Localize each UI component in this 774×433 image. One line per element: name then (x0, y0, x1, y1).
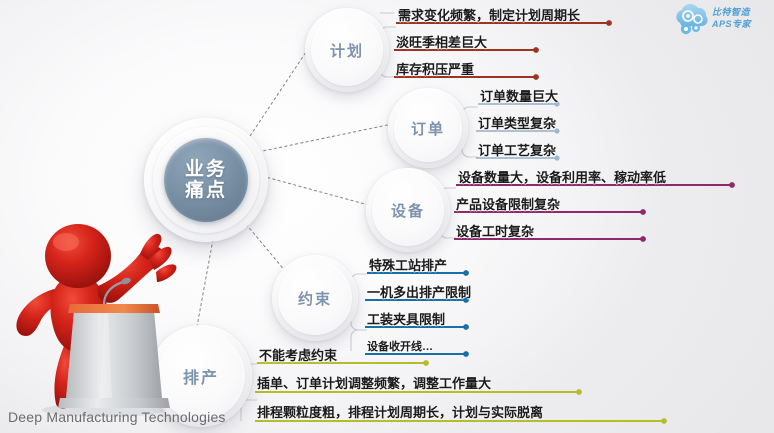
branch-item-order-0[interactable]: 订单数量巨大 (480, 89, 559, 104)
branch-node-label-equipment: 设备 (390, 202, 425, 220)
hub-core: 业务 痛点 (164, 138, 248, 222)
branch-item-order-2[interactable]: 订单工艺复杂 (478, 143, 557, 158)
branch-node-order[interactable]: 订单 (388, 88, 468, 168)
branch-item-plan-2[interactable]: 库存积压严重 (396, 62, 475, 77)
branch-node-label-scheduling: 排产 (182, 370, 219, 387)
node-inner-ring (157, 332, 245, 420)
hub-title-line-1: 业务 (184, 159, 227, 180)
microphone-head (121, 277, 131, 285)
branch-node-constraint[interactable]: 约束 (272, 255, 358, 341)
footer-text: Deep Manufacturing Technologies (8, 409, 226, 425)
branch-node-equipment[interactable]: 设备 (366, 168, 450, 252)
node-inner-ring (371, 173, 445, 247)
logo-line-2: APS专家 (712, 19, 752, 29)
cloud-gear-icon (676, 3, 708, 35)
branch-item-order-1[interactable]: 订单类型复杂 (478, 116, 557, 131)
node-inner-ring (393, 93, 463, 163)
branch-item-constraint-0[interactable]: 特殊工站排产 (369, 258, 448, 273)
branch-node-scheduling[interactable]: 排产 (150, 325, 252, 427)
logo-line-1: 比特智造 (712, 7, 751, 17)
podium-highlight (100, 313, 112, 398)
figure-head-highlight (53, 233, 79, 251)
branch-node-label-plan: 计划 (329, 42, 364, 60)
logo-text: 比特智造 APS专家 (712, 6, 751, 30)
aps-logo[interactable]: 比特智造 APS专家 (668, 3, 768, 37)
figure-right-arm (98, 246, 163, 303)
branch-item-plan-0[interactable]: 需求变化频繁，制定计划周期长 (398, 8, 581, 23)
branch-node-plan[interactable]: 计划 (305, 8, 389, 92)
branch-node-label-order: 订单 (410, 120, 445, 138)
figure-finger-3 (156, 264, 177, 282)
branch-item-constraint-3[interactable]: 设备收开线… (367, 341, 433, 353)
branch-item-equipment-2[interactable]: 设备工时复杂 (456, 224, 535, 239)
figure-finger-1 (140, 233, 162, 260)
branch-item-scheduling-0[interactable]: 不能考虑约束 (259, 348, 338, 363)
branch-item-equipment-0[interactable]: 设备数量大，设备利用率、稼动率低 (458, 170, 667, 185)
speaker-illustration (16, 224, 177, 417)
branch-item-equipment-1[interactable]: 产品设备限制复杂 (456, 197, 561, 212)
branch-item-scheduling-1[interactable]: 插单、订单计划调整频繁，调整工作量大 (257, 376, 492, 391)
podium-body (66, 310, 162, 398)
hub-title-line-2: 痛点 (184, 180, 227, 201)
branch-item-constraint-1[interactable]: 一机多出排产限制 (367, 285, 472, 300)
figure-head (45, 224, 111, 288)
podium-top (68, 304, 160, 313)
node-inner-ring (310, 13, 384, 87)
branch-item-scheduling-2[interactable]: 排程颗粒度粗，排程计划周期长，计划与实际脱离 (257, 405, 544, 420)
podium-base (58, 398, 170, 408)
branch-item-constraint-2[interactable]: 工装夹具限制 (367, 312, 446, 327)
figure-finger-2 (150, 246, 172, 270)
branch-item-plan-1[interactable]: 淡旺季相差巨大 (396, 35, 488, 50)
center-node-business-pain-points[interactable]: 业务 痛点 (144, 118, 268, 242)
node-inner-ring (278, 261, 352, 335)
branch-node-label-constraint: 约束 (297, 290, 332, 308)
